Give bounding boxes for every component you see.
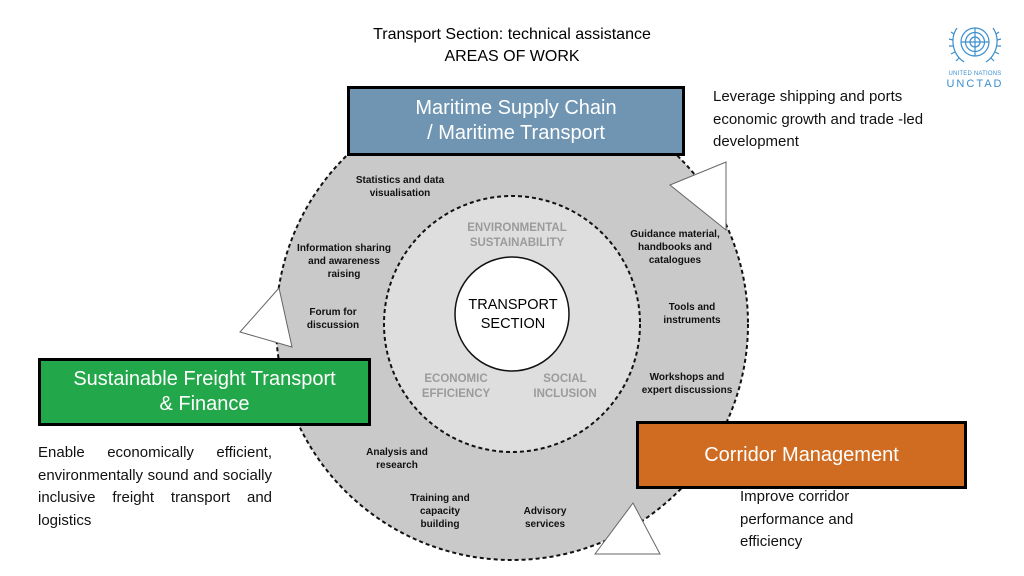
theme-economic-line-1: ECONOMIC [424,373,488,385]
activity-info-sharing: Information sharing and awareness raisin… [284,242,404,281]
corridor-description: Improve corridor performance and efficie… [740,486,890,554]
arrow-left-triangle [239,286,293,348]
logo-org-big: UNCTAD [946,78,1004,90]
unctad-logo-text: UNITED NATIONS UNCTAD [940,70,1010,91]
activity-training-line-1: Training and [410,493,470,504]
center-line-1: TRANSPORT [468,297,558,313]
title-line-2: AREAS OF WORK [444,48,580,65]
activity-advisory: Advisory services [510,505,580,531]
theme-economic: ECONOMIC EFFICIENCY [406,372,506,402]
maritime-description: Leverage shipping and ports economic gro… [713,86,973,154]
activity-workshops-line-1: Workshops and [649,372,725,383]
activity-forum-line-2: discussion [306,320,360,331]
activity-workshops: Workshops and expert discussions [632,371,742,397]
activity-statistics-line-1: Statistics and data [355,175,445,186]
sft-box-line-2: & Finance [159,393,250,415]
activity-workshops-line-2: expert discussions [641,385,733,396]
center-circle [454,256,570,372]
maritime-box-line-2: / Maritime Transport [427,122,605,144]
activity-guidance: Guidance material, handbooks and catalog… [620,228,730,267]
activity-analysis-line-1: Analysis and [366,447,428,458]
transport-section-label: TRANSPORT SECTION [458,296,568,334]
activity-forum: Forum for discussion [293,306,373,332]
sft-box-line-1: Sustainable Freight Transport [73,368,336,390]
un-emblem-icon [948,27,1002,63]
activity-analysis: Analysis and research [357,446,437,472]
arrow-bottom-triangle [594,502,661,555]
sustainable-freight-box: Sustainable Freight Transport & Finance [38,358,371,426]
activity-training-line-2: capacity [419,506,461,517]
activity-advisory-line-2: services [524,519,566,530]
activity-tools-line-1: Tools and [668,302,716,313]
activity-info-sharing-line-2: and awareness [308,256,380,267]
activity-info-sharing-line-1: Information sharing [297,243,391,254]
corridor-description-line-1: Improve corridor [740,488,850,505]
diagram-title: Transport Section: technical assistance … [0,24,1024,68]
corridor-description-line-3: efficiency [740,533,803,550]
activity-training: Training and capacity building [400,492,480,531]
activity-guidance-line-1: Guidance material, [630,229,720,240]
corridor-description-line-2: performance and [740,510,854,528]
activity-guidance-line-3: catalogues [648,255,702,266]
activity-analysis-line-2: research [376,460,418,471]
activity-advisory-line-1: Advisory [523,506,567,517]
corridor-box-label: Corridor Management [704,443,899,466]
maritime-box-line-1: Maritime Supply Chain [415,97,617,119]
activity-statistics-line-2: visualisation [369,188,431,199]
center-line-2: SECTION [480,316,546,332]
activity-guidance-line-2: handbooks and [638,242,712,253]
title-line-1: Transport Section: technical assistance [373,26,651,43]
maritime-description-line-2: economic growth and trade -led [713,110,924,128]
arrow-right-triangle [669,161,727,232]
corridor-management-box: Corridor Management [636,421,967,489]
maritime-description-line-1: Leverage shipping and ports [713,88,903,105]
theme-environmental: ENVIRONMENTAL SUSTAINABILITY [442,221,592,251]
activity-tools: Tools and instruments [647,301,737,327]
sft-description: Enable economically efficient, environme… [38,444,272,529]
activity-statistics: Statistics and data visualisation [340,174,460,200]
maritime-description-line-3: development [713,133,799,150]
maritime-supply-chain-box: Maritime Supply Chain / Maritime Transpo… [347,86,685,156]
theme-environmental-line-2: SUSTAINABILITY [469,237,565,249]
theme-social-line-2: INCLUSION [533,388,597,400]
theme-social-line-1: SOCIAL [543,373,587,385]
activity-info-sharing-line-3: raising [327,269,361,280]
activity-tools-line-2: instruments [663,315,721,326]
theme-economic-line-2: EFFICIENCY [421,388,491,400]
theme-environmental-line-1: ENVIRONMENTAL [467,222,567,234]
logo-org-small: UNITED NATIONS [948,71,1002,77]
theme-social: SOCIAL INCLUSION [520,372,610,402]
activity-training-line-3: building [420,519,460,530]
activity-forum-line-1: Forum for [309,307,357,318]
